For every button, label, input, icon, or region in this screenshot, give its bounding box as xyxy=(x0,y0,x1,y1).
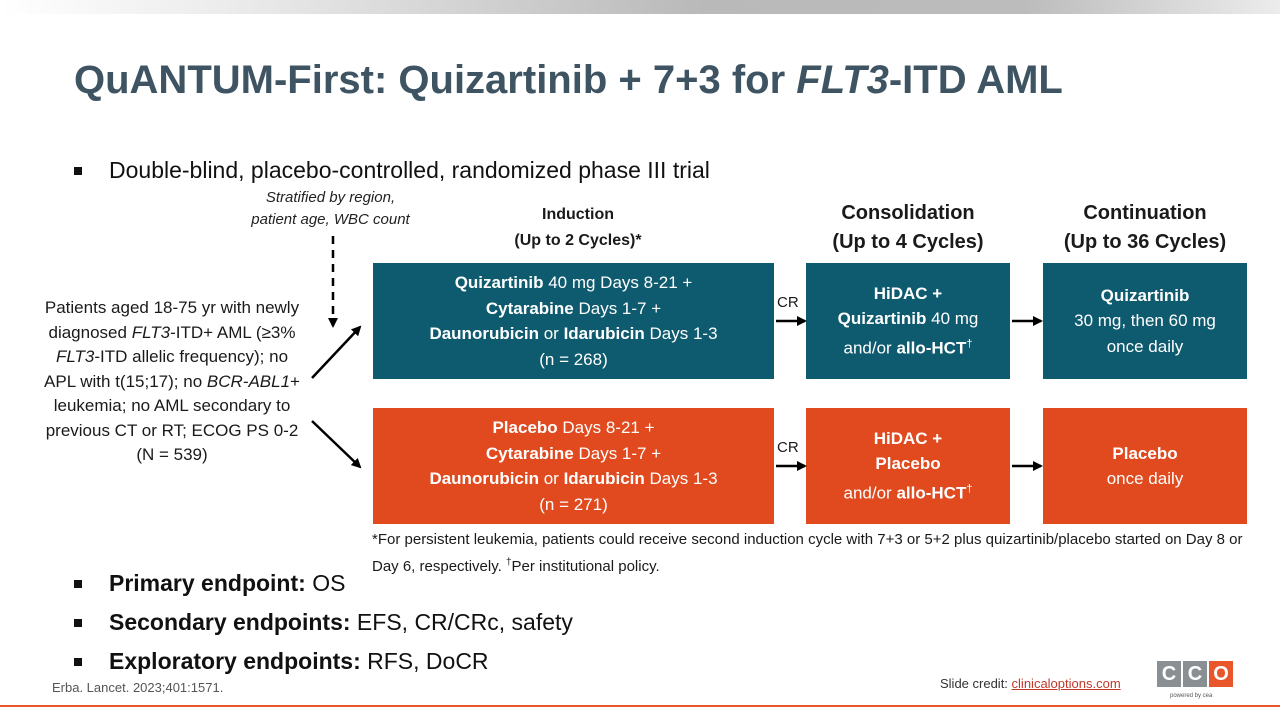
continuation-header: Continuation (Up to 36 Cycles) xyxy=(1063,202,1227,253)
cco-logo: C C O xyxy=(1157,661,1233,687)
bullet-square-icon xyxy=(74,618,82,627)
bullet-secondary-endpoints: Secondary endpoints: EFS, CR/CRc, safety xyxy=(74,609,573,636)
quizartinib-consolidation-box: HiDAC + Quizartinib 40 mg and/or allo-HC… xyxy=(806,263,1010,379)
bullet-square-icon xyxy=(74,657,82,666)
bottom-accent-line xyxy=(0,705,1280,707)
randomization-arrow-up xyxy=(311,325,362,379)
citation: Erba. Lancet. 2023;401:1571. xyxy=(52,680,224,695)
bullet-trial-design: Double-blind, placebo-controlled, random… xyxy=(74,157,710,184)
placebo-induction-box: Placebo Days 8-21 + Cytarabine Days 1-7 … xyxy=(373,408,774,524)
patient-eligibility: Patients aged 18-75 yr with newly diagno… xyxy=(44,298,300,464)
slide-title: QuANTUM-First: Quizartinib + 7+3 for FLT… xyxy=(74,58,1063,102)
slide-credit: Slide credit: clinicaloptions.com xyxy=(940,676,1121,691)
bullet-square-icon xyxy=(74,579,82,588)
top-gradient-bar xyxy=(0,0,1280,14)
cr-label-quizartinib: CR xyxy=(777,294,799,311)
quizartinib-continuation-box: Quizartinib 30 mg, then 60 mg once daily xyxy=(1043,263,1247,379)
randomization-arrow-down xyxy=(311,420,362,469)
stratification-note: Stratified by region, patient age, WBC c… xyxy=(251,189,410,228)
clinicaloptions-link[interactable]: clinicaloptions.com xyxy=(1011,676,1121,691)
bullet-exploratory-endpoints: Exploratory endpoints: RFS, DoCR xyxy=(74,648,489,675)
placebo-continuation-box: Placebo once daily xyxy=(1043,408,1247,524)
footnote: *For persistent leukemia, patients could… xyxy=(372,531,1243,575)
bullet-square-icon xyxy=(74,166,82,175)
quizartinib-induction-box: Quizartinib 40 mg Days 8-21 + Cytarabine… xyxy=(373,263,774,379)
consolidation-header: Consolidation (Up to 4 Cycles) xyxy=(832,202,984,253)
cr-label-placebo: CR xyxy=(777,439,799,456)
powered-by-label: powered by cea xyxy=(1170,693,1213,699)
induction-header: Induction (Up to 2 Cycles)* xyxy=(514,206,642,249)
placebo-consolidation-box: HiDAC + Placebo and/or allo-HCT† xyxy=(806,408,1010,524)
bullet-primary-endpoint: Primary endpoint: OS xyxy=(74,570,345,597)
